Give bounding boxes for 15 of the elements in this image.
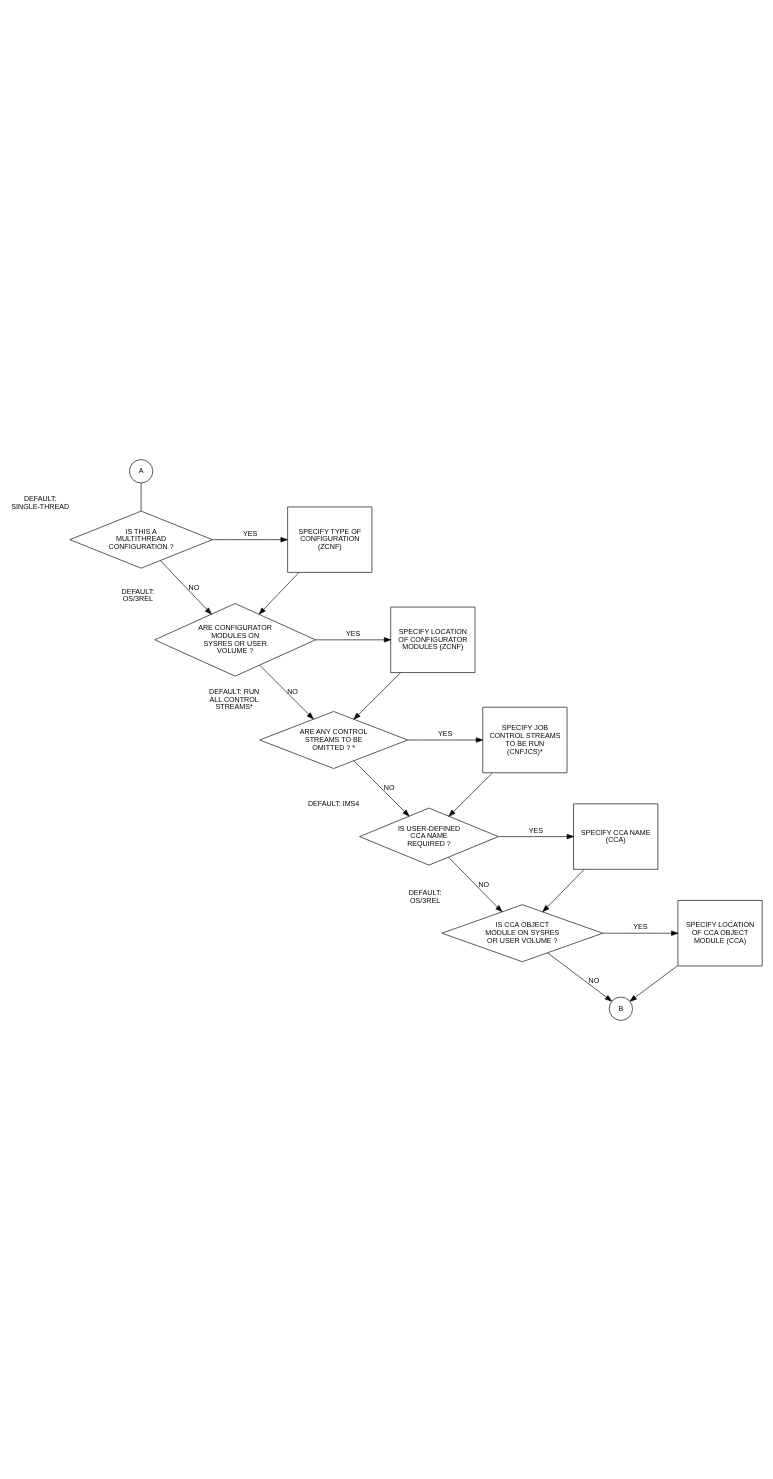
arrow — [629, 964, 679, 1002]
arrow — [353, 671, 401, 720]
arrow — [259, 664, 314, 719]
arrow — [258, 571, 300, 614]
arrow — [315, 636, 392, 642]
arrow — [407, 736, 483, 743]
arrow — [498, 833, 574, 839]
arrow — [448, 772, 493, 817]
arrow — [353, 760, 410, 816]
arrow — [542, 868, 585, 912]
arrow — [547, 952, 613, 1002]
arrow — [448, 856, 503, 912]
arrow — [212, 536, 288, 542]
arrow — [160, 559, 212, 615]
arrow — [602, 930, 679, 936]
